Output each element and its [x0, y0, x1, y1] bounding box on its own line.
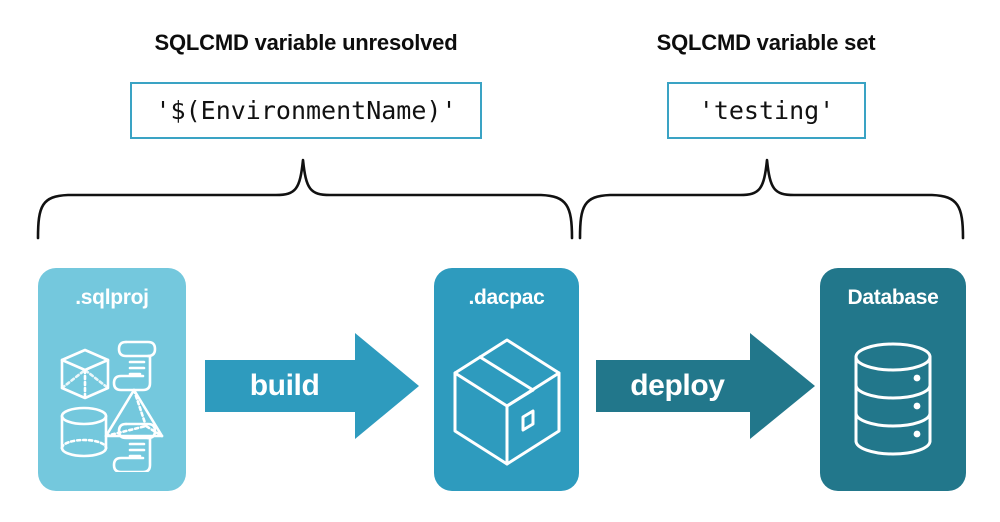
arrow-build-label: build — [249, 369, 320, 402]
brace-left-icon — [36, 158, 574, 240]
entity-database-label: Database — [847, 286, 939, 309]
database-cylinder-icon — [820, 322, 966, 481]
package-box-icon — [434, 322, 579, 481]
sql-project-objects-icon — [38, 322, 186, 481]
sqlcmd-variable-value-right: 'testing' — [667, 82, 866, 139]
code-value-right-text: 'testing' — [698, 96, 835, 125]
cylinder-shape-icon — [60, 406, 108, 457]
arrow-build: build — [205, 331, 420, 441]
entity-sqlproj-label: .sqlproj — [75, 286, 149, 309]
brace-right-icon — [578, 158, 965, 240]
sqlcmd-variable-value-left: '$(EnvironmentName)' — [130, 82, 482, 139]
cube-shape-icon — [60, 348, 110, 399]
arrow-build-shape-icon — [205, 333, 419, 439]
entity-dacpac-label: .dacpac — [468, 286, 545, 309]
entity-sqlproj: .sqlproj — [38, 268, 186, 491]
script-scroll-top-icon — [112, 340, 157, 391]
arrow-deploy-shape-icon — [596, 333, 815, 439]
arrow-deploy-label: deploy — [630, 369, 725, 402]
annotation-heading-left: SQLCMD variable unresolved — [154, 30, 458, 55]
code-value-left-text: '$(EnvironmentName)' — [155, 96, 457, 125]
arrow-deploy: deploy — [596, 331, 816, 441]
entity-database: Database — [820, 268, 966, 491]
script-scroll-bottom-icon — [112, 422, 157, 472]
entity-dacpac: .dacpac — [434, 268, 579, 491]
annotation-heading-right: SQLCMD variable set — [656, 30, 876, 55]
